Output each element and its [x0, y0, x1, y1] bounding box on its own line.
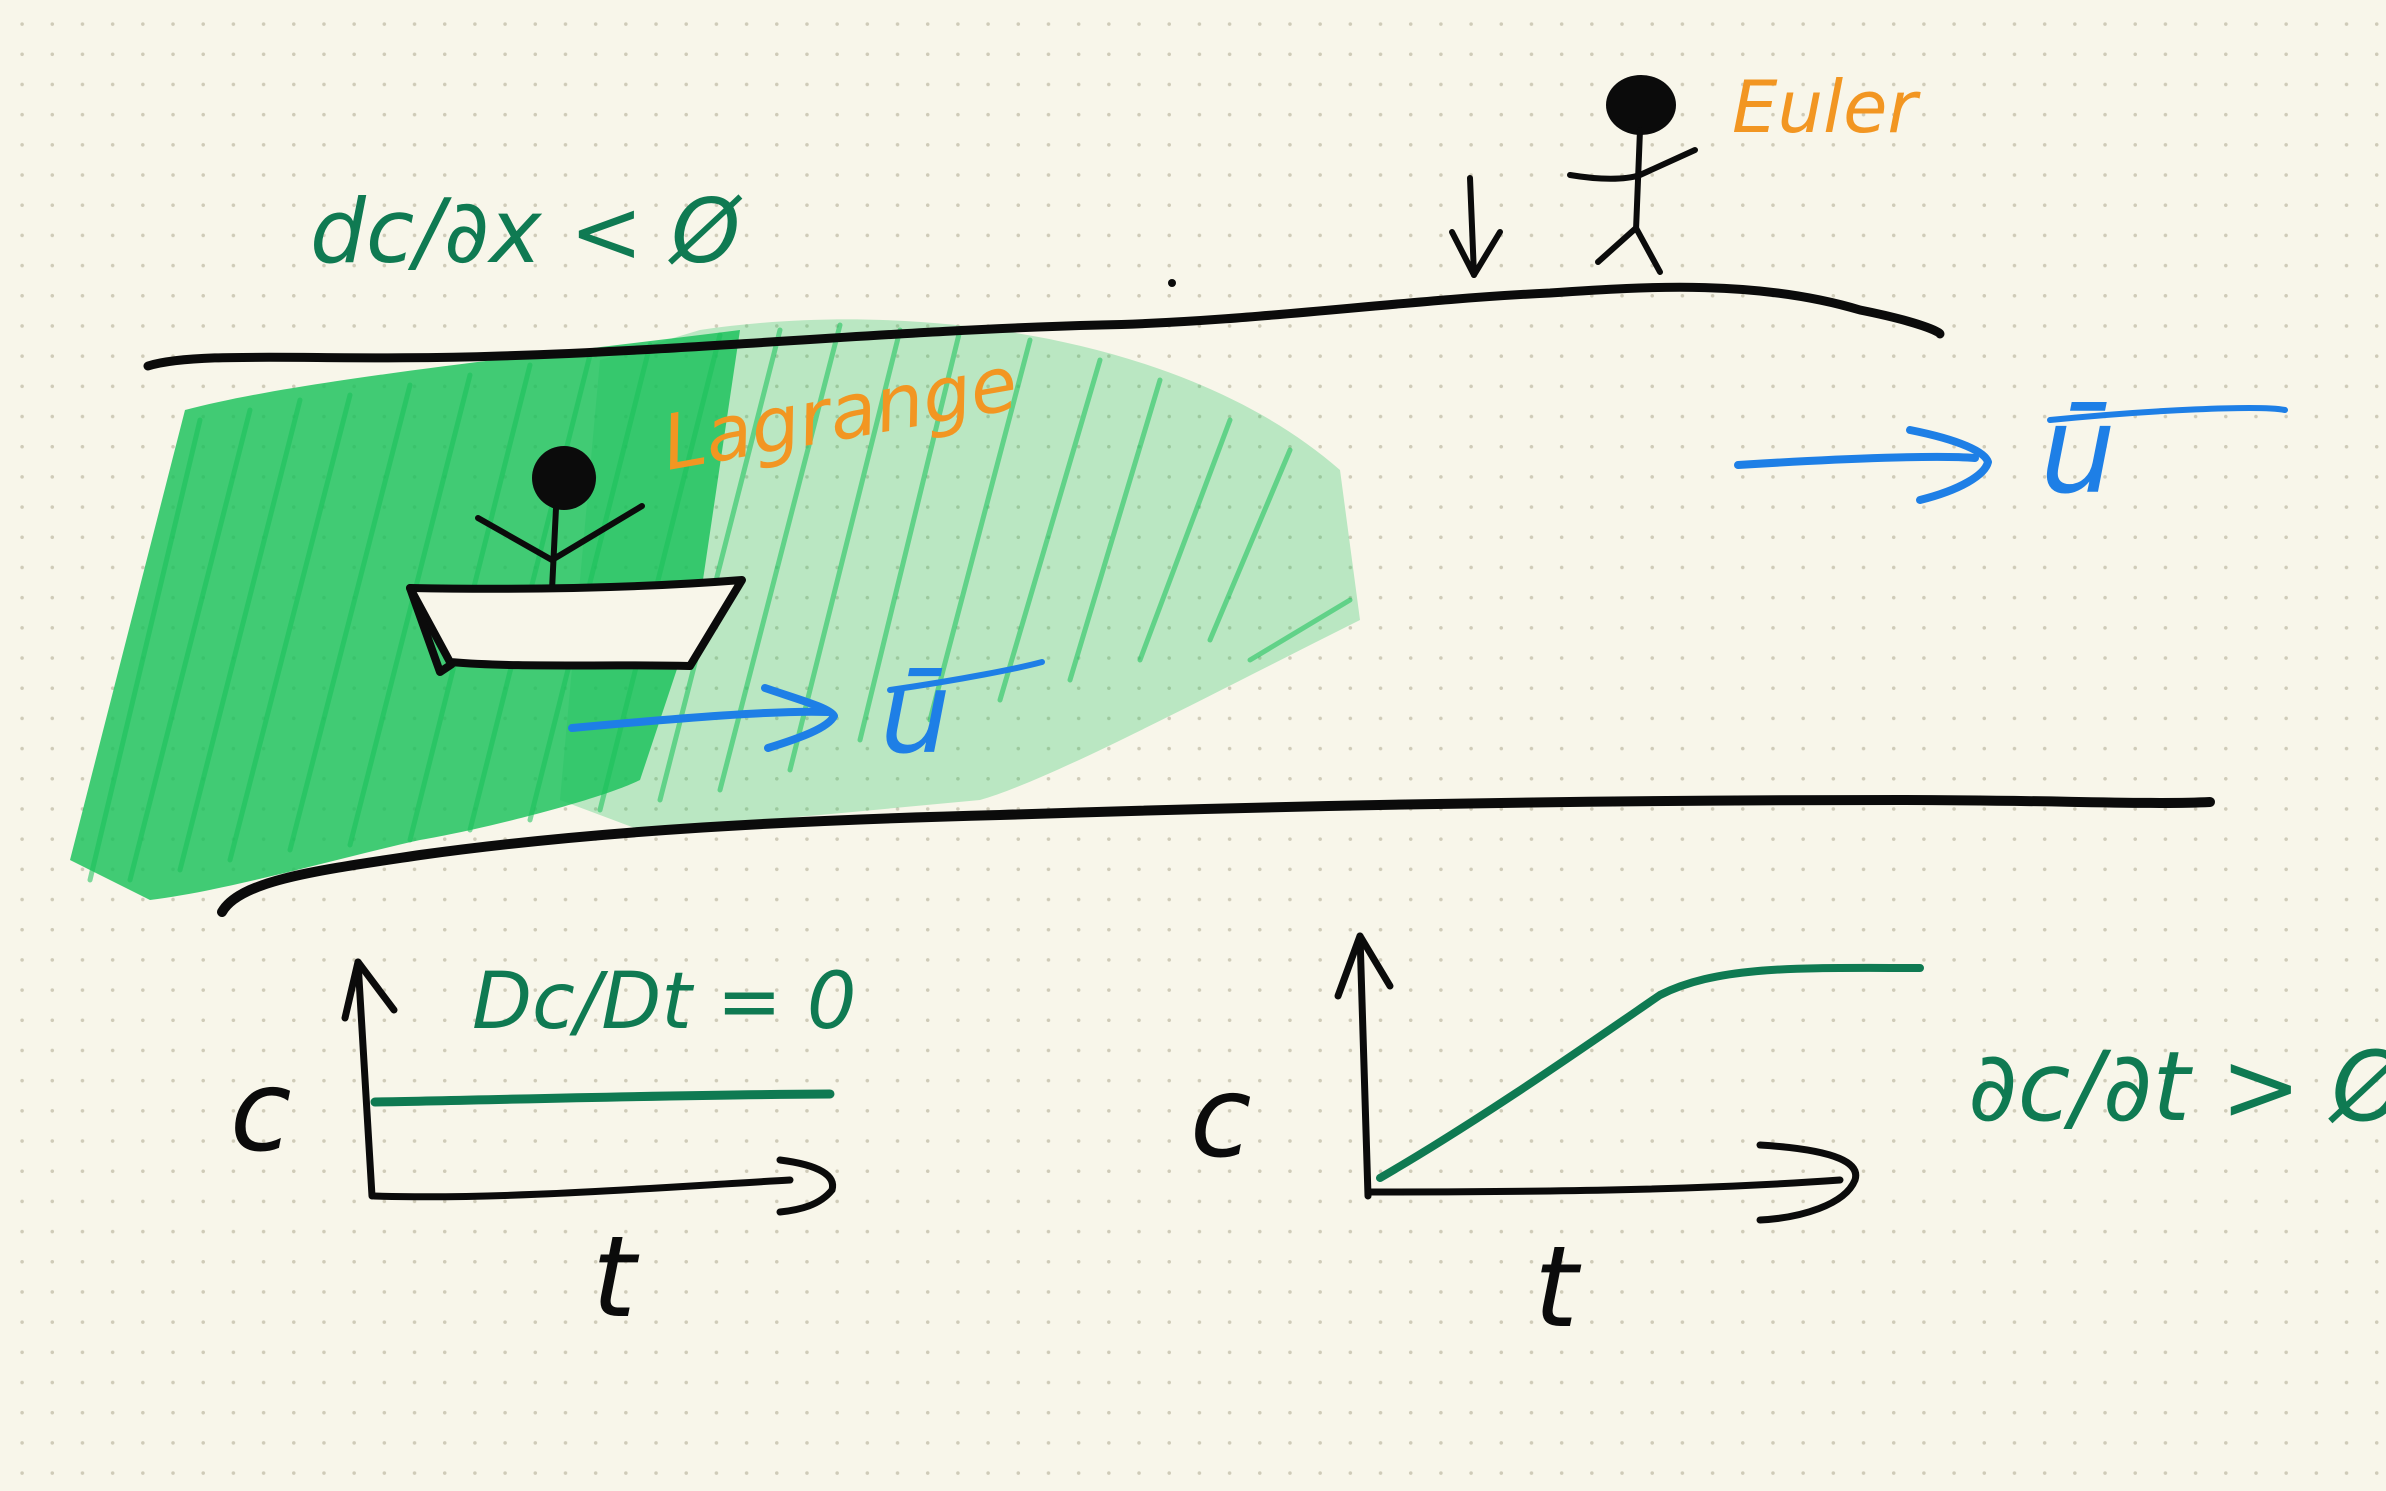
- arrow-down-icon: [1449, 175, 1503, 278]
- right-axis-y-label: c: [1190, 1053, 1252, 1183]
- spatial-gradient-label: dc/∂x < Ø: [310, 180, 743, 283]
- euler-graph: c t ∂c/∂t > Ø: [1190, 932, 2386, 1353]
- velocity-overbar-boat: [887, 659, 1045, 693]
- lagrange-graph: c t Dc/Dt = 0: [230, 957, 856, 1343]
- right-graph-curve: [1376, 963, 1924, 1182]
- velocity-overbar-top: [2047, 405, 2288, 423]
- left-axis-x-label: t: [592, 1213, 640, 1343]
- lagrange-observer-icon: [475, 446, 645, 593]
- shading-light: [560, 319, 1360, 830]
- left-graph-axes: [341, 958, 837, 1216]
- channel-bottom-wall: [217, 795, 2215, 917]
- right-axis-x-label: t: [1534, 1223, 1582, 1353]
- velocity-arrow-top: [1734, 426, 1992, 504]
- lagrange-derivative-label: Dc/Dt = 0: [472, 957, 856, 1047]
- left-axis-y-label: c: [230, 1047, 292, 1177]
- velocity-label-boat: ū: [880, 649, 951, 779]
- velocity-label-top: ū: [2040, 382, 2116, 521]
- euler-derivative-label: ∂c/∂t > Ø: [1968, 1031, 2386, 1143]
- boat-icon: [406, 576, 746, 676]
- euler-observer-icon: [1567, 75, 1698, 275]
- channel-top-wall: [143, 282, 1945, 371]
- euler-label: Euler: [1732, 65, 1921, 149]
- velocity-arrow-boat: [568, 684, 838, 752]
- left-graph-curve: [370, 1089, 835, 1107]
- right-graph-axes: [1334, 932, 1860, 1224]
- ink-dot: [1168, 279, 1176, 287]
